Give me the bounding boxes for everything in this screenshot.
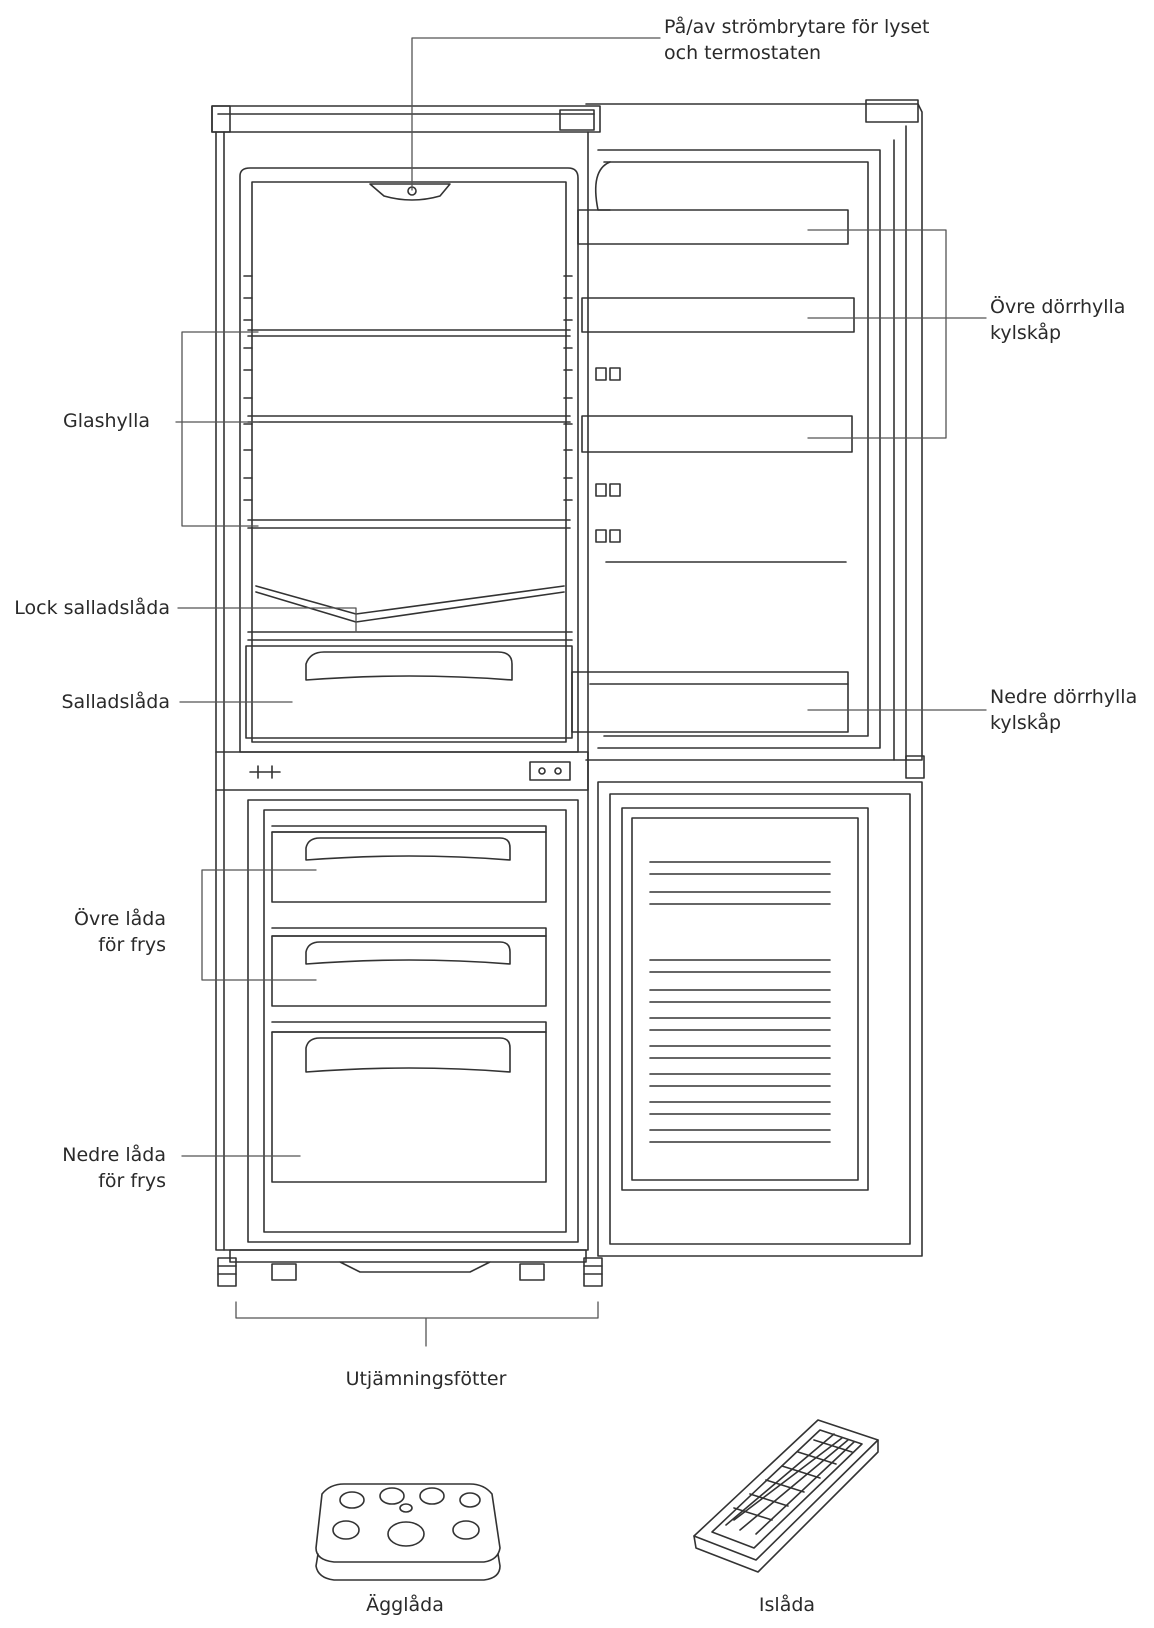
label-lower-door-shelf-line2: kylskåp xyxy=(990,712,1062,734)
label-upper-door-shelf-line2: kylskåp xyxy=(990,322,1062,344)
fridge-cabinet xyxy=(211,105,601,1273)
leveling-feet xyxy=(217,1257,603,1287)
fridge-door xyxy=(571,99,923,761)
glass-shelves xyxy=(247,329,571,529)
freezer-drawer-lower xyxy=(271,1021,547,1183)
label-switch-line1: På/av strömbrytare för lyset xyxy=(664,16,930,38)
label-leveling-feet: Utjämningsfötter xyxy=(345,1368,507,1390)
label-lower-door-shelf-line1: Nedre dörrhylla xyxy=(990,686,1138,708)
freezer-door-ribs xyxy=(649,861,831,1143)
label-crisper-lid: Lock salladslåda xyxy=(14,597,170,619)
label-lower-freezer-drawer-line1: Nedre låda xyxy=(62,1144,166,1166)
label-upper-door-shelf-line1: Övre dörrhylla xyxy=(990,296,1126,318)
label-upper-freezer-drawer-line2: för frys xyxy=(98,934,166,956)
label-lower-door-shelf: Nedre dörrhylla kylskåp xyxy=(990,684,1137,736)
base-plinth xyxy=(229,1249,587,1273)
label-egg-tray: Ägglåda xyxy=(366,1594,444,1616)
label-switch: På/av strömbrytare för lyset och termost… xyxy=(664,14,930,66)
control-strip xyxy=(215,751,589,791)
label-switch-line2: och termostaten xyxy=(664,42,822,64)
label-lower-freezer-drawer: Nedre låda för frys xyxy=(62,1142,166,1194)
label-glass-shelf: Glashylla xyxy=(62,410,150,432)
label-ice-tray: Islåda xyxy=(758,1594,816,1616)
crisper-lid xyxy=(247,585,573,641)
leader-lines xyxy=(175,37,987,1347)
shelf-ribs-left xyxy=(243,275,573,501)
ice-tray-illustration xyxy=(693,1419,879,1573)
egg-tray-illustration xyxy=(315,1483,501,1581)
label-crisper: Salladslåda xyxy=(61,691,171,713)
label-upper-freezer-drawer-line1: Övre låda xyxy=(74,908,166,930)
freezer-drawer-middle xyxy=(271,927,547,1007)
freezer-drawer-upper xyxy=(271,825,547,903)
label-upper-door-shelf: Övre dörrhylla kylskåp xyxy=(990,294,1125,346)
label-upper-freezer-drawer: Övre låda för frys xyxy=(74,906,166,958)
label-lower-freezer-drawer-line2: för frys xyxy=(98,1170,166,1192)
freezer-door xyxy=(597,755,925,1257)
crisper-drawer xyxy=(245,645,573,739)
